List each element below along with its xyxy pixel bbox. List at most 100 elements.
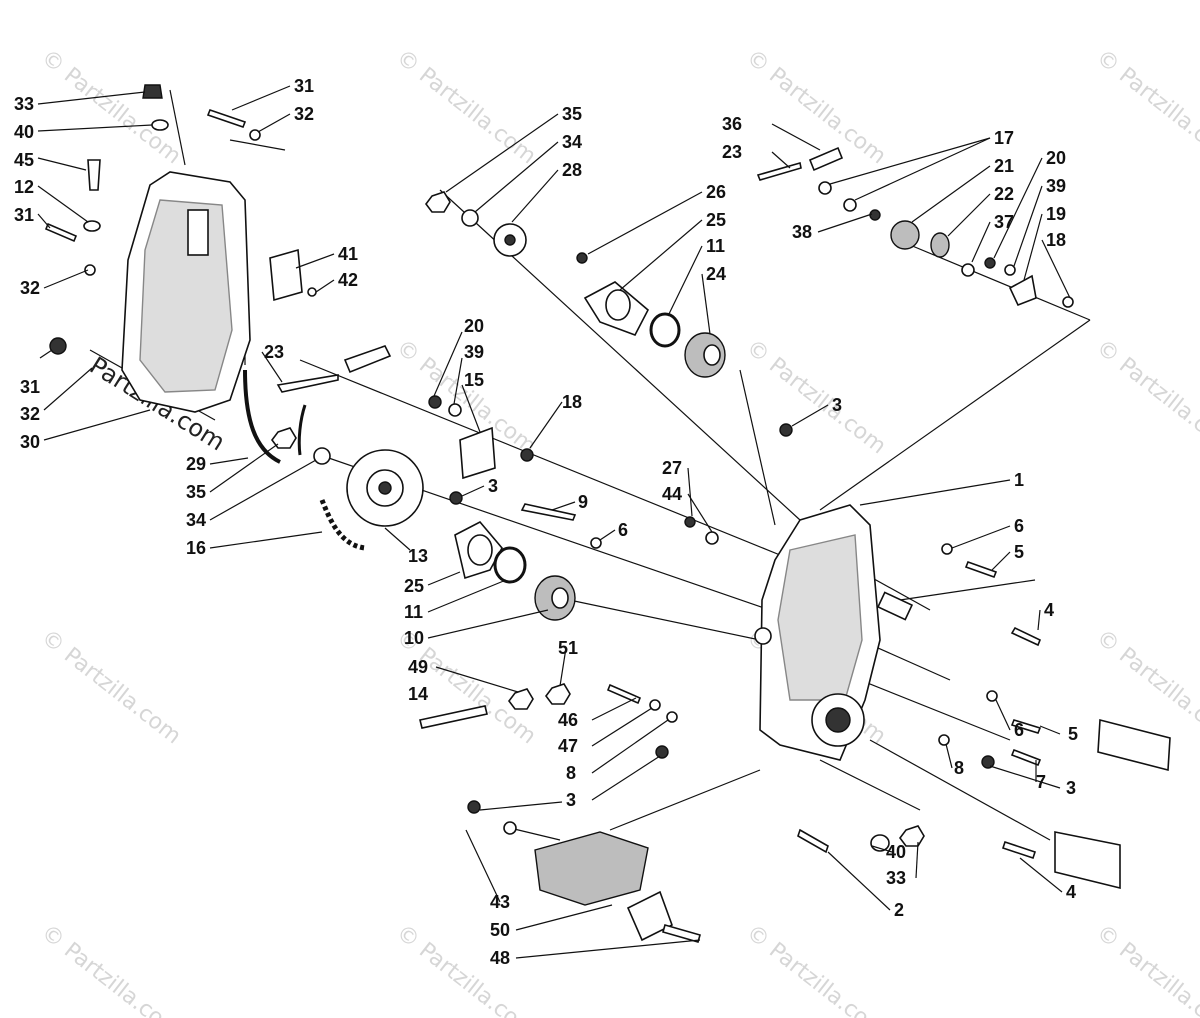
cotter-pin-23-top	[756, 161, 802, 181]
bolt-31-top	[206, 108, 247, 129]
callout-23-a: 23	[264, 342, 284, 362]
callout-9: 9	[578, 492, 588, 512]
bolt-48	[662, 924, 701, 943]
dipstick-45	[87, 159, 101, 191]
washer-6-right	[941, 543, 953, 555]
callout-24: 24	[706, 264, 726, 284]
washer-8-left	[666, 711, 678, 723]
callout-35-b: 35	[562, 104, 582, 124]
callout-3-d: 3	[1066, 778, 1076, 798]
washer-8-right	[938, 734, 950, 746]
callout-25-b: 25	[706, 210, 726, 230]
pin-23-shaft	[343, 345, 392, 374]
callout-15: 15	[464, 370, 484, 390]
bolt-9	[520, 503, 577, 521]
plug-33	[142, 84, 163, 99]
callout-6-a: 6	[618, 520, 628, 540]
washer-6-mid	[590, 537, 602, 549]
callout-28: 28	[562, 160, 582, 180]
callout-31-a: 31	[14, 205, 34, 225]
gear-case-boss	[754, 627, 772, 645]
callout-32-c: 32	[20, 404, 40, 424]
washer-39-top	[1004, 264, 1016, 276]
callout-4-a: 4	[1044, 600, 1054, 620]
callout-8-a: 8	[566, 763, 576, 783]
callout-40: 40	[14, 122, 34, 142]
callout-32-a: 32	[20, 278, 40, 298]
callout-2: 2	[894, 900, 904, 920]
callout-25-a: 25	[404, 576, 424, 596]
nut-3-top	[779, 423, 793, 437]
lockwasher-32-top	[249, 129, 261, 141]
washer-47	[649, 699, 661, 711]
callout-43: 43	[490, 892, 510, 912]
callout-4-b: 4	[1066, 882, 1076, 902]
callout-12: 12	[14, 177, 34, 197]
washer-40	[151, 119, 169, 131]
callout-14: 14	[408, 684, 428, 704]
callout-18-a: 18	[562, 392, 582, 412]
callout-20-b: 20	[1046, 148, 1066, 168]
callout-32-b: 32	[294, 104, 314, 124]
watermark-2: © Partzilla.com	[391, 45, 540, 169]
bolt-46	[606, 683, 642, 705]
callout-51: 51	[558, 638, 578, 658]
callout-11-a: 11	[404, 602, 423, 622]
callout-23-b: 23	[722, 142, 742, 162]
nut-35-top	[425, 191, 451, 213]
arm-19	[1008, 274, 1037, 307]
gasket-41	[269, 248, 303, 302]
callout-35-a: 35	[186, 482, 206, 502]
roller-21	[890, 220, 920, 250]
callout-27: 27	[662, 458, 682, 478]
bracket-50	[534, 831, 649, 906]
callout-3-b: 3	[832, 395, 842, 415]
bolt-14	[419, 705, 488, 729]
bolt-5-right	[964, 560, 998, 579]
callout-5-a: 5	[1014, 542, 1024, 562]
watermark-4: © Partzilla.com	[1091, 45, 1200, 169]
callout-47: 47	[558, 736, 578, 756]
callout-39-a: 39	[464, 342, 484, 362]
washer-34-top	[461, 209, 479, 227]
washer-38	[869, 209, 881, 221]
washer-44	[705, 531, 719, 545]
bearing-flange-25-top-bore	[605, 289, 631, 321]
bracket-15	[459, 426, 496, 480]
watermark-13: © Partzilla.com	[391, 920, 540, 1018]
bolt-4-lower	[1001, 840, 1037, 860]
callout-39-b: 39	[1046, 176, 1066, 196]
callout-30: 30	[20, 432, 40, 452]
callout-31-c: 31	[20, 377, 40, 397]
callout-41: 41	[338, 244, 358, 264]
callout-38: 38	[792, 222, 812, 242]
tensioner-band-29	[243, 369, 281, 464]
output-shaft-upper	[1097, 718, 1171, 772]
bolt-31-lower	[49, 337, 67, 355]
washer-39-mid	[448, 403, 462, 417]
spring-36	[808, 146, 844, 172]
washer-17a	[818, 181, 832, 195]
bearing-flange-25-lower-bore	[467, 534, 493, 566]
washer-12	[83, 220, 101, 232]
callout-6-b: 6	[1014, 516, 1024, 536]
bushing-18-top	[1062, 296, 1074, 308]
watermark-7: © Partzilla.com	[1091, 335, 1200, 459]
callout-labels: 33 40 45 12 31 32 31 32 30 31 32 41 42 2…	[14, 76, 1078, 968]
callout-11-b: 11	[706, 236, 725, 256]
bolt-2	[797, 828, 829, 854]
callout-50: 50	[490, 920, 510, 940]
nut-20-top	[984, 257, 996, 269]
washer-43	[503, 821, 517, 835]
snap-ring-11-lower	[493, 546, 527, 584]
parts	[44, 84, 1171, 943]
nut-27	[684, 516, 696, 528]
bearing-24-bore	[703, 344, 721, 366]
gear-case-bearing-bore-inner	[825, 707, 851, 733]
tensioner-band-29b	[297, 404, 307, 456]
bolt-4-right	[1010, 626, 1042, 647]
callout-34-b: 34	[562, 132, 582, 152]
callout-26: 26	[706, 182, 726, 202]
